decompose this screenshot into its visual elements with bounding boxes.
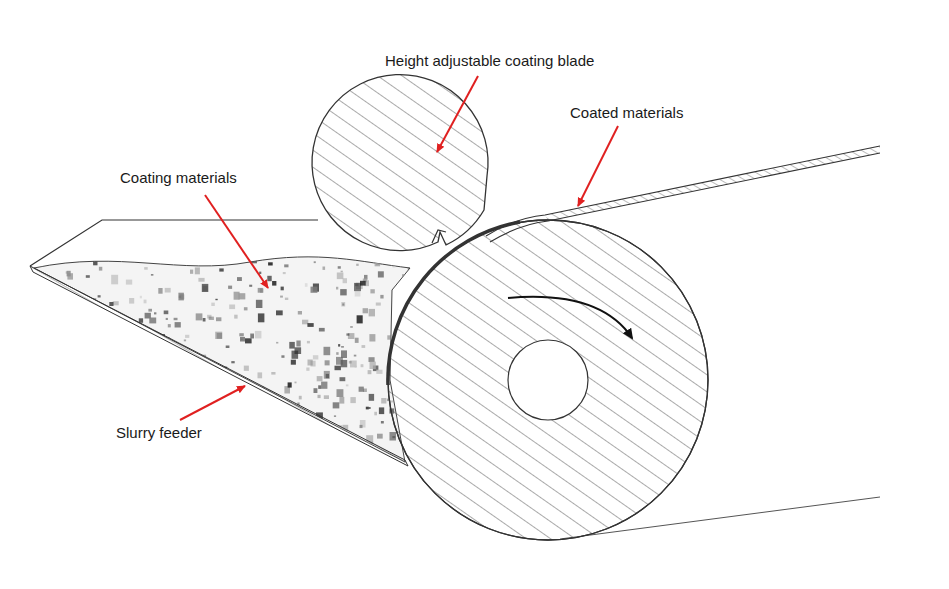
leader-arrow xyxy=(205,195,268,288)
part-label: Coated materials xyxy=(570,104,683,122)
blade-roller xyxy=(312,75,488,251)
backing-roller xyxy=(388,220,708,540)
part-label: Height adjustable coating blade xyxy=(385,52,594,70)
leader-arrow xyxy=(578,126,618,206)
coated-film xyxy=(486,146,880,236)
leader-arrow xyxy=(437,76,478,152)
roller-shaft xyxy=(508,340,588,420)
slurry-body xyxy=(34,257,410,462)
part-label: Slurry feeder xyxy=(116,424,202,442)
part-label: Coating materials xyxy=(120,169,237,187)
feeder-plate xyxy=(30,266,408,466)
rotation-arrow xyxy=(508,297,632,338)
leader-arrow xyxy=(180,386,245,420)
